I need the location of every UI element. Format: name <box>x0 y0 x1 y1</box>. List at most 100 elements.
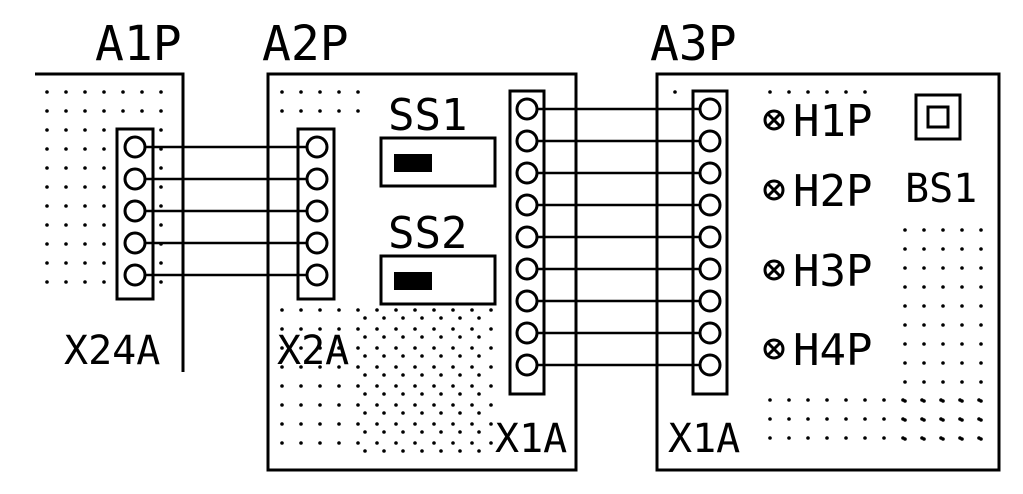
led-h2p: H2P <box>763 166 872 217</box>
pcb-dot <box>439 411 443 415</box>
pcb-dot <box>420 449 424 453</box>
pcb-dot <box>458 354 462 358</box>
pcb-dot <box>401 335 405 339</box>
pcb-dot <box>960 361 964 365</box>
pcb-dot <box>941 323 945 327</box>
pcb-dot <box>83 166 87 170</box>
pcb-dot <box>394 346 398 350</box>
pcb-dot <box>382 392 386 396</box>
pcb-dot <box>979 361 983 365</box>
pcb-dot <box>83 185 87 189</box>
pcb-dot <box>489 384 493 388</box>
pcb-dot <box>863 398 867 402</box>
pcb-dot <box>979 228 983 232</box>
pcb-dot <box>413 365 417 369</box>
pcb-dot <box>318 90 322 94</box>
pcb-dot <box>470 327 474 331</box>
pcb-dot <box>477 449 481 453</box>
pcb-dot <box>451 308 455 312</box>
pcb-dot <box>458 335 462 339</box>
pcb-dot <box>477 373 481 377</box>
a3p-x1a-pin <box>698 225 722 249</box>
pcb-dot <box>977 417 981 421</box>
pcb-dot <box>45 166 49 170</box>
pcb-dot <box>863 417 867 421</box>
pcb-dot <box>477 335 481 339</box>
pcb-dot <box>806 436 810 440</box>
pcb-dot <box>337 403 341 407</box>
pcb-dot <box>787 436 791 440</box>
pcb-dot <box>420 316 424 320</box>
pcb-dot <box>83 242 87 246</box>
pcb-dot <box>102 261 106 265</box>
connector-x2a-label: X2A <box>277 328 349 374</box>
pcb-dot <box>299 90 303 94</box>
pcb-dot <box>121 109 125 113</box>
pcb-dot <box>939 417 943 421</box>
board-a2p-label: A2P <box>262 16 349 72</box>
pcb-dot <box>470 441 474 445</box>
pcb-dot <box>299 422 303 426</box>
pcb-dot <box>64 280 68 284</box>
led-h2p-label: H2P <box>793 166 872 217</box>
pcb-dot <box>673 90 677 94</box>
pcb-dot <box>394 403 398 407</box>
pcb-dot <box>102 204 106 208</box>
a2p-x1a-pin <box>515 257 539 281</box>
pcb-dot <box>825 398 829 402</box>
pcb-dot <box>903 323 907 327</box>
pcb-dot <box>432 365 436 369</box>
pcb-dot <box>299 365 303 369</box>
pcb-dot <box>375 422 379 426</box>
pcb-dot <box>363 316 367 320</box>
pcb-dot <box>939 436 943 440</box>
board-a1p-label: A1P <box>95 16 182 72</box>
pcb-dot <box>922 342 926 346</box>
pcb-dot <box>318 308 322 312</box>
pcb-dot <box>439 449 443 453</box>
pcb-dot <box>64 185 68 189</box>
pcb-dot-grid <box>45 90 983 453</box>
wire-bundle <box>145 107 700 367</box>
pcb-dot <box>903 228 907 232</box>
a3p-x1a-pin <box>698 321 722 345</box>
pcb-dot <box>64 204 68 208</box>
pcb-dot <box>941 228 945 232</box>
board-a2p-outline <box>266 72 578 472</box>
x24a-pin <box>123 167 147 191</box>
pcb-dot <box>45 204 49 208</box>
pcb-dot <box>401 430 405 434</box>
pcb-dot <box>903 380 907 384</box>
pcb-dot <box>159 280 163 284</box>
pcb-dot <box>102 128 106 132</box>
switch-ss2-knob <box>394 272 432 290</box>
pcb-dot <box>45 128 49 132</box>
a3p-x1a-pin <box>698 97 722 121</box>
pcb-dot <box>363 373 367 377</box>
a2p-x1a-pin <box>515 97 539 121</box>
pcb-dot <box>45 280 49 284</box>
pcb-dot <box>882 417 886 421</box>
pcb-dot <box>420 392 424 396</box>
pcb-dot <box>280 441 284 445</box>
pcb-dot <box>401 392 405 396</box>
pcb-dot <box>159 185 163 189</box>
pcb-dot <box>45 109 49 113</box>
pcb-dot <box>413 422 417 426</box>
pcb-dot <box>337 441 341 445</box>
pcb-dot <box>356 90 360 94</box>
pcb-dot <box>382 411 386 415</box>
pcb-dot <box>159 109 163 113</box>
a2p-x1a-pin <box>515 225 539 249</box>
pcb-dot <box>64 242 68 246</box>
pcb-dot <box>489 308 493 312</box>
pcb-dot <box>439 430 443 434</box>
pcb-dot <box>401 373 405 377</box>
a3p-x1a-pin <box>698 193 722 217</box>
pcb-dot <box>83 90 87 94</box>
pcb-dot <box>299 346 303 350</box>
pcb-dot <box>768 417 772 421</box>
pcb-dot <box>280 422 284 426</box>
pcb-dot <box>489 441 493 445</box>
pcb-dot <box>901 417 905 421</box>
